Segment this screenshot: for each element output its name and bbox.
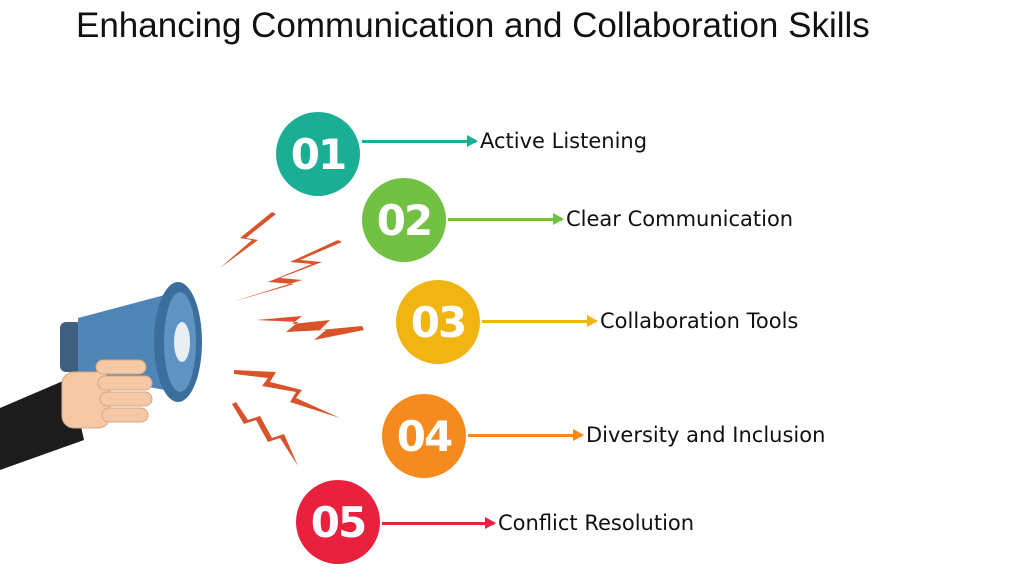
- step-number-badge: 02: [362, 178, 446, 262]
- hand-icon: [61, 359, 153, 429]
- page-title: Enhancing Communication and Collaboratio…: [76, 6, 870, 45]
- megaphone-icon: [60, 282, 202, 402]
- step-label: Collaboration Tools: [600, 309, 799, 333]
- arrow-right-icon: [468, 429, 584, 441]
- step-label: Active Listening: [480, 129, 648, 153]
- step-label: Clear Communication: [566, 207, 794, 231]
- lightning-bolt-icon: [232, 240, 342, 302]
- step-number-badge: 03: [396, 280, 480, 364]
- lightning-bolt-icon: [234, 370, 340, 418]
- lightning-bolt-icon: [256, 316, 364, 340]
- arrow-right-icon: [448, 213, 564, 225]
- lightning-bolt-icon: [232, 402, 298, 466]
- lightning-bolt-icon: [220, 212, 276, 268]
- step-label: Diversity and Inclusion: [586, 423, 826, 447]
- arrow-right-icon: [382, 517, 496, 529]
- step-label: Conflict Resolution: [498, 511, 695, 535]
- step-number-badge: 05: [296, 480, 380, 564]
- step-number-badge: 01: [276, 112, 360, 196]
- arrow-right-icon: [482, 315, 598, 327]
- step-number-badge: 04: [382, 394, 466, 478]
- arrow-right-icon: [362, 135, 478, 147]
- lightning-icons: [220, 212, 364, 466]
